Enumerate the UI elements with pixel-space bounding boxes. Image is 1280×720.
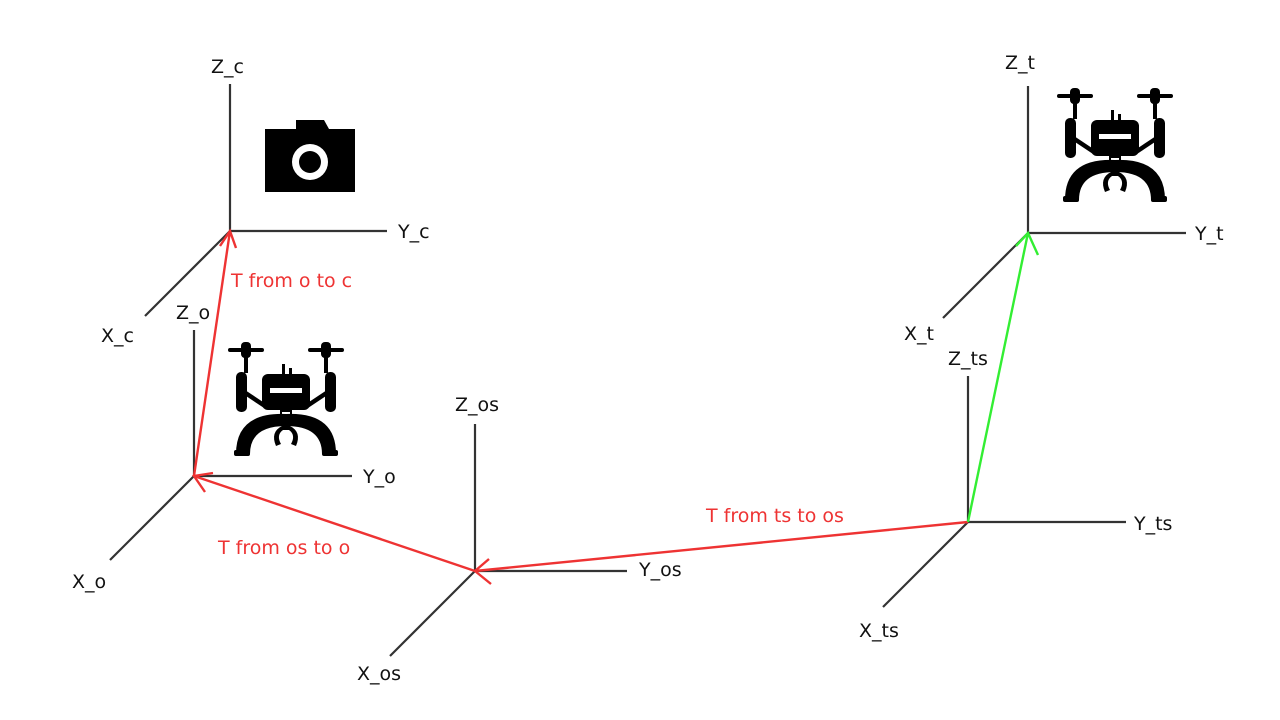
frame-t-x-axis — [942, 232, 1029, 319]
transform-ts-to-os-arrowhead — [473, 558, 492, 585]
frame-t-z-label: Z_t — [1005, 52, 1035, 74]
frame-o-y-label: Y_o — [362, 466, 396, 488]
frame-o-z-label: Z_o — [176, 302, 210, 324]
transform-os-to-o-arrow — [193, 474, 476, 573]
transform-os-to-o-arrowhead — [191, 471, 214, 493]
frame-c-x-axis — [144, 230, 231, 317]
frame-os-y-label: Y_os — [638, 559, 682, 581]
frame-ts: Z_ts Y_ts X_ts — [859, 348, 1172, 642]
frame-o-x-axis — [109, 475, 195, 561]
transform-ts-to-os-arrow — [474, 520, 969, 573]
transform-ts-to-t-arrowhead — [1015, 230, 1040, 256]
frame-os-z-label: Z_os — [455, 394, 499, 416]
transform-os-to-o-label: T from os to o — [217, 537, 350, 559]
transform-ts-to-t-arrow — [966, 232, 1030, 523]
transform-ts-to-os: T from ts to os — [473, 505, 969, 585]
transform-ts-to-t — [966, 230, 1040, 523]
camera-icon — [265, 120, 355, 192]
transform-o-to-c-arrow — [192, 230, 232, 477]
frame-ts-y-label: Y_ts — [1133, 513, 1172, 535]
frame-os-x-label: X_os — [357, 663, 401, 685]
frame-os-x-axis — [389, 570, 476, 657]
frame-ts-x-label: X_ts — [859, 620, 899, 642]
frame-ts-x-axis — [882, 521, 969, 608]
frame-c: Z_c Y_c X_c — [101, 56, 430, 347]
transform-ts-to-os-label: T from ts to os — [705, 505, 844, 527]
frame-c-x-label: X_c — [101, 325, 134, 347]
frame-c-z-label: Z_c — [211, 56, 244, 78]
drone-icon — [228, 342, 344, 456]
transform-os-to-o: T from os to o — [191, 471, 476, 573]
transform-o-to-c-arrowhead — [219, 228, 238, 249]
frame-t: Z_t Y_t X_t — [904, 52, 1224, 345]
transform-o-to-c: T from o to c — [192, 228, 352, 477]
frame-t-y-label: Y_t — [1194, 223, 1224, 245]
frame-c-y-label: Y_c — [397, 221, 430, 243]
frame-o-x-label: X_o — [72, 571, 106, 593]
drone-icon — [1057, 88, 1173, 202]
frame-os: Z_os Y_os X_os — [357, 394, 682, 685]
transform-o-to-c-label: T from o to c — [230, 270, 352, 292]
frame-o: Z_o Y_o X_o — [72, 302, 396, 593]
frame-ts-z-label: Z_ts — [948, 348, 988, 370]
frame-t-x-label: X_t — [904, 323, 934, 345]
